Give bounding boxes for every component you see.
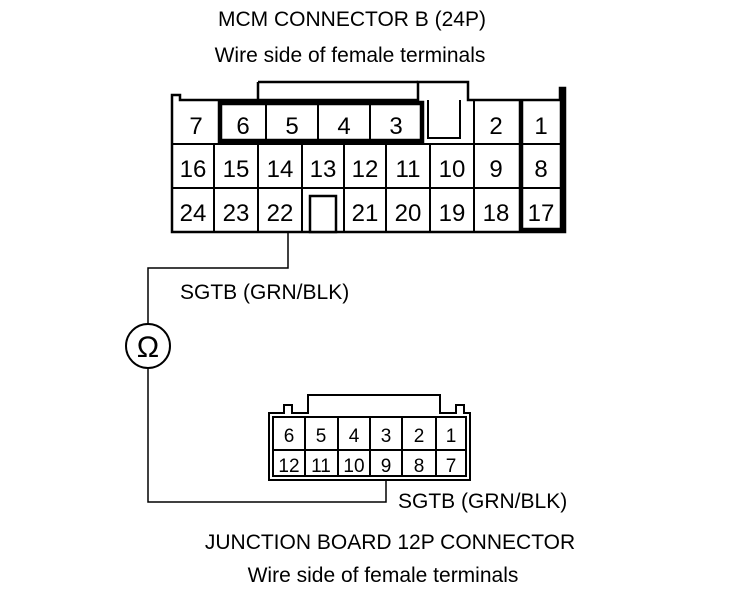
mcm-connector (170, 80, 567, 234)
mcm-pin-14: 14 (267, 156, 294, 183)
mcm-pin-4: 4 (337, 113, 350, 140)
mcm-pin-24: 24 (180, 200, 207, 227)
junction-pin-10: 10 (343, 456, 364, 477)
wire-bottom-label: SGTB (GRN/BLK) (398, 490, 567, 513)
wire-top-label: SGTB (GRN/BLK) (180, 281, 349, 304)
junction-connector-subtitle: Wire side of female terminals (248, 564, 519, 587)
ohm-icon (125, 323, 171, 369)
mcm-pin-10: 10 (439, 156, 466, 183)
mcm-pin-13: 13 (310, 156, 337, 183)
junction-connector-title: JUNCTION BOARD 12P CONNECTOR (205, 531, 575, 554)
mcm-pin-9: 9 (489, 156, 502, 183)
mcm-connector-title: MCM CONNECTOR B (24P) (218, 8, 486, 31)
junction-row-2: 12 11 10 9 8 7 (278, 456, 456, 477)
junction-pin-11: 11 (311, 456, 331, 477)
mcm-pin-8: 8 (534, 156, 547, 183)
mcm-pin-15: 15 (223, 156, 250, 183)
junction-pin-7: 7 (446, 456, 457, 477)
wire-top (147, 232, 289, 324)
junction-pin-8: 8 (414, 456, 425, 477)
mcm-pin-6: 6 (236, 113, 249, 140)
ohm-symbol: Ω (137, 331, 159, 364)
mcm-pin-21: 21 (352, 200, 379, 227)
test-wiring (147, 232, 387, 503)
mcm-pin-11: 11 (396, 156, 421, 183)
junction-pin-9: 9 (381, 456, 392, 477)
junction-pin-3: 3 (381, 426, 392, 447)
mcm-pin-22: 22 (267, 200, 294, 227)
mcm-pin-16: 16 (180, 156, 207, 183)
junction-pin-6: 6 (284, 426, 295, 447)
mcm-pin-7: 7 (189, 113, 202, 140)
mcm-pin-18: 18 (483, 200, 510, 227)
mcm-pin-1: 1 (534, 113, 547, 140)
mcm-pin-12: 12 (352, 156, 379, 183)
mcm-pin-23: 23 (223, 200, 250, 227)
junction-pin-12: 12 (278, 456, 299, 477)
mcm-row-3: 24 23 22 21 20 19 18 17 (180, 200, 555, 227)
junction-connector-outline (268, 394, 471, 481)
junction-pin-1: 1 (446, 426, 457, 447)
junction-connector (268, 394, 471, 481)
wire-bottom (147, 368, 387, 503)
mcm-pin-5: 5 (285, 113, 298, 140)
mcm-row-1: 7 6 5 4 3 2 1 (189, 113, 547, 140)
junction-pin-5: 5 (316, 426, 327, 447)
ohmmeter: Ω (125, 323, 171, 369)
mcm-pin-2: 2 (489, 113, 502, 140)
mcm-pin-19: 19 (439, 200, 466, 227)
mcm-pin-17: 17 (528, 200, 555, 227)
mcm-pin-3: 3 (389, 113, 402, 140)
mcm-pin-20: 20 (395, 200, 422, 227)
mcm-row-2: 16 15 14 13 12 11 10 9 8 (180, 156, 548, 183)
junction-row-1: 6 5 4 3 2 1 (284, 426, 457, 447)
mcm-connector-subtitle: Wire side of female terminals (215, 44, 486, 67)
junction-pin-4: 4 (349, 426, 360, 447)
junction-pin-2: 2 (414, 426, 425, 447)
